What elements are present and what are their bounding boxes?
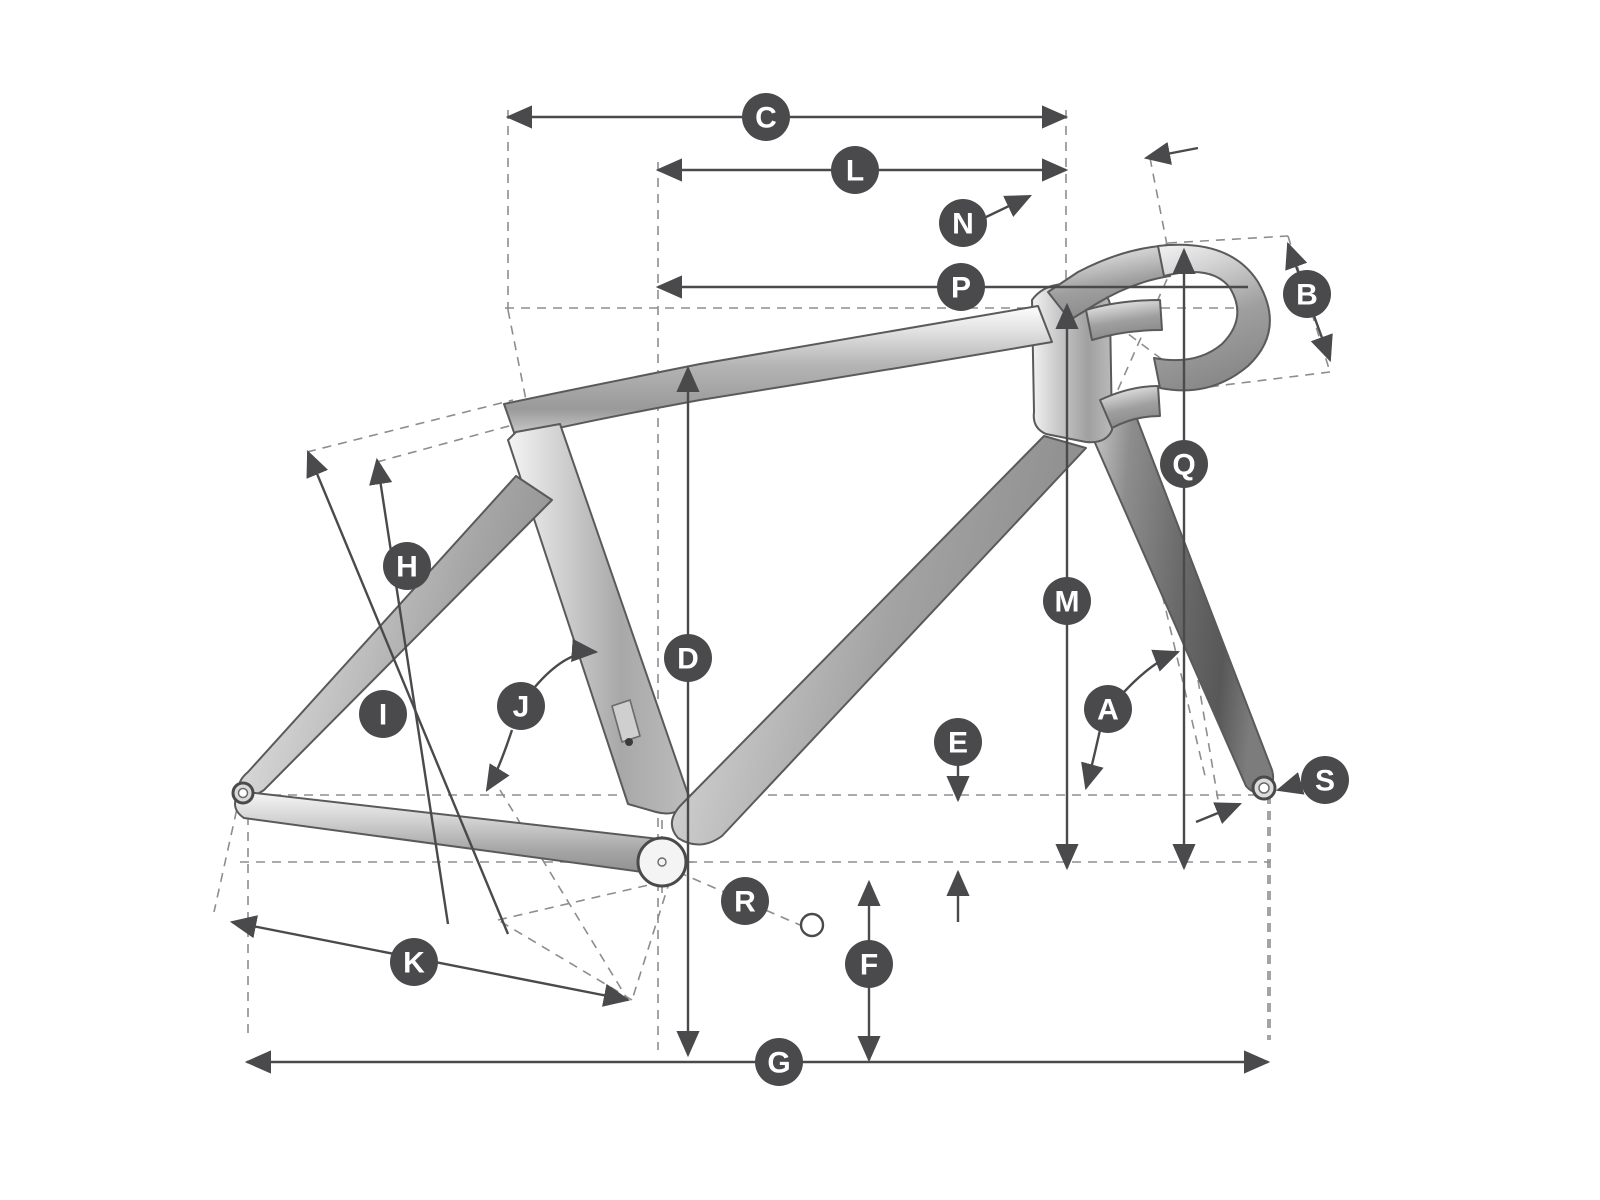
handlebar-drop xyxy=(1153,243,1271,392)
label-badge-circle xyxy=(383,542,431,590)
label-badge-circle xyxy=(742,93,790,141)
dimension-label-k: K xyxy=(390,938,438,986)
dimension-label-s: S xyxy=(1301,756,1349,804)
dimension-label-l: L xyxy=(831,146,879,194)
dimension-label-i: I xyxy=(359,690,407,738)
label-badge-circle xyxy=(497,682,545,730)
dimension-label-g: G xyxy=(755,1038,803,1086)
label-badge-circle xyxy=(755,1038,803,1086)
dimension-label-h: H xyxy=(383,542,431,590)
handlebar-tops xyxy=(1085,299,1163,341)
dimension-label-p: P xyxy=(937,263,985,311)
dimension-label-f: F xyxy=(845,940,893,988)
bicycle-frame-illustration xyxy=(231,243,1277,888)
dim-line-H xyxy=(369,457,450,925)
dim-line-N xyxy=(983,194,1032,220)
label-badge-circle xyxy=(664,634,712,682)
dimension-label-q: Q xyxy=(1160,440,1208,488)
dim-line-N-top xyxy=(1143,141,1199,165)
label-badge-circle xyxy=(831,146,879,194)
label-badge-circle xyxy=(934,718,982,766)
label-badge-circle xyxy=(939,199,987,247)
label-badge-circle xyxy=(1283,270,1331,318)
bottom-bracket-shell xyxy=(636,836,688,888)
seat-tube xyxy=(507,423,691,815)
dim-line-J-down xyxy=(485,729,514,792)
label-badge-circle xyxy=(1301,756,1349,804)
dim-line-A-up xyxy=(1123,649,1181,693)
down-tube xyxy=(671,435,1087,846)
label-badge-circle xyxy=(1160,440,1208,488)
top-tube xyxy=(503,305,1053,439)
dimension-label-r: R xyxy=(721,877,769,925)
label-badge-circle xyxy=(721,877,769,925)
dim-target-R xyxy=(799,912,825,938)
bottle-cage-mount xyxy=(611,699,641,743)
dim-line-I xyxy=(306,449,510,935)
dimension-label-m: M xyxy=(1043,577,1091,625)
label-badge-circle xyxy=(1084,685,1132,733)
label-badge-circle xyxy=(1043,577,1091,625)
label-badge-circle xyxy=(359,690,407,738)
dimension-label-d: D xyxy=(664,634,712,682)
dimension-label-b: B xyxy=(1283,270,1331,318)
dimension-label-j: J xyxy=(497,682,545,730)
dimension-label-a: A xyxy=(1084,685,1132,733)
dim-line-rake xyxy=(1195,802,1243,824)
bottle-boss xyxy=(625,738,633,746)
dimension-label-n: N xyxy=(939,199,987,247)
dim-line-J-up xyxy=(533,638,599,689)
dim-line-A-down xyxy=(1081,729,1104,791)
dimension-label-c: C xyxy=(742,93,790,141)
handlebar-hook-lower xyxy=(1099,385,1161,429)
label-badge-circle xyxy=(937,263,985,311)
dimension-label-e: E xyxy=(934,718,982,766)
label-badge-circle xyxy=(845,940,893,988)
label-badge-circle xyxy=(390,938,438,986)
